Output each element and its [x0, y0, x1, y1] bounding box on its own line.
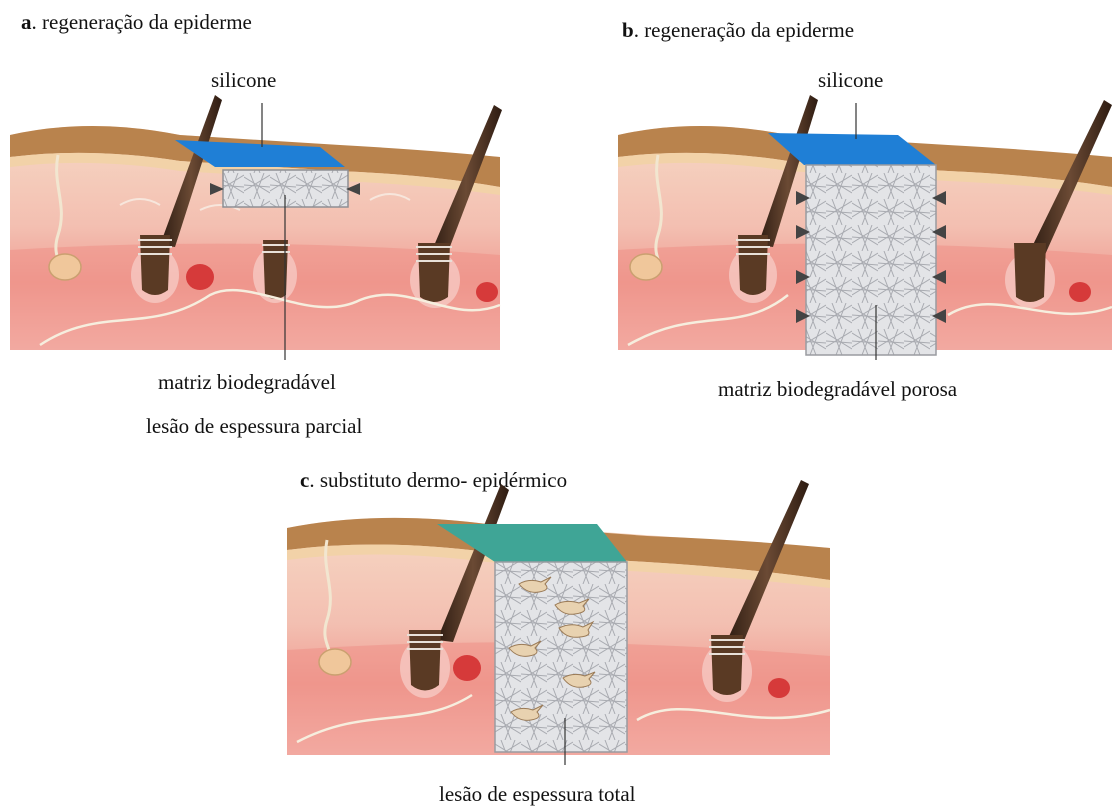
panel-c-lesion-label: lesão de espessura total [439, 784, 636, 805]
panel-a-title: a. regeneração da epiderme [21, 12, 252, 33]
panel-c-skin-illustration [287, 480, 832, 765]
blood-vessel [186, 264, 214, 290]
panel-b-silicone-label: silicone [818, 70, 883, 91]
panel-a-skin-illustration [10, 95, 502, 360]
porous-biodegradable-matrix [806, 165, 936, 355]
hair-follicle [140, 235, 170, 295]
panel-a-matrix-label: matriz biodegradável [158, 372, 336, 393]
dermal-matrix [495, 562, 627, 752]
sweat-gland [49, 254, 81, 280]
panel-b-title: b. regeneração da epiderme [622, 20, 854, 41]
panel-b-matrix-label: matriz biodegradável porosa [718, 379, 957, 400]
panel-b-skin-illustration [618, 95, 1114, 360]
panel-a-lesion-label: lesão de espessura parcial [146, 416, 362, 437]
panel-a-silicone-label: silicone [211, 70, 276, 91]
